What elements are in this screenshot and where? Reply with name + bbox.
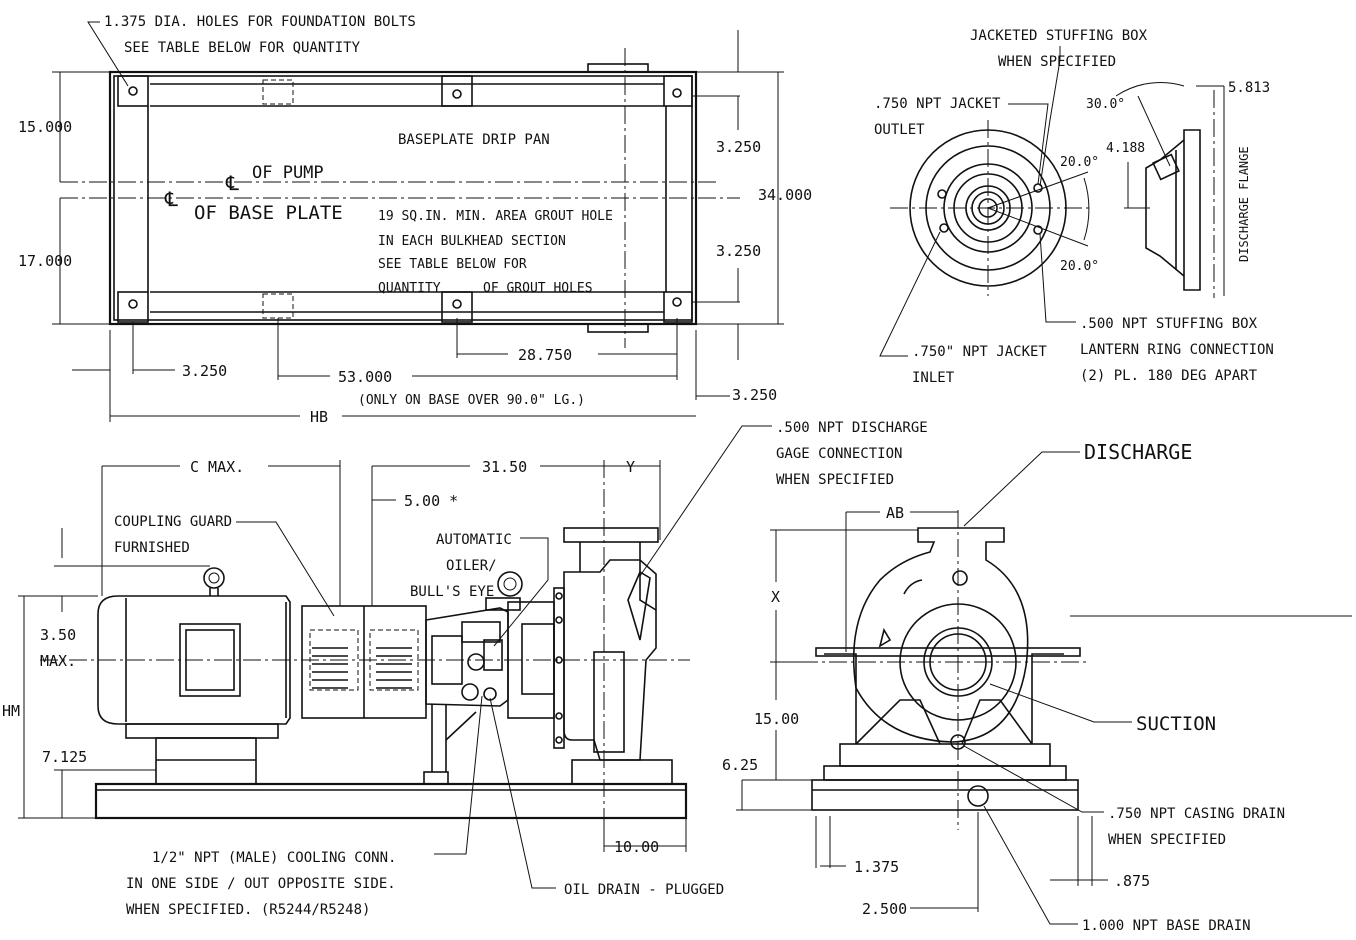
- dim-15: 15.000: [18, 118, 72, 136]
- bolt-hole: [441, 291, 473, 323]
- jacket-inlet-2: INLET: [912, 370, 955, 386]
- dim-53-note: (ONLY ON BASE OVER 90.0" LG.): [358, 393, 585, 408]
- holes-note-1: 1.375 DIA. HOLES FOR FOUNDATION BOLTS: [104, 14, 416, 30]
- dim-7125: 7.125: [42, 748, 87, 766]
- dim-625: 6.25: [722, 756, 758, 774]
- grout-note-5: OF GROUT HOLES: [483, 281, 593, 296]
- dim-28750: 28.750: [518, 346, 572, 364]
- lantern-note-1: .500 NPT STUFFING BOX: [1080, 316, 1258, 332]
- cl-pump-label: OF PUMP: [252, 163, 324, 183]
- gage-note-1: .500 NPT DISCHARGE: [776, 420, 928, 436]
- dim-3250-left: 3.250: [182, 362, 227, 380]
- bolt-hole: [117, 75, 149, 107]
- dim-x: X: [771, 588, 780, 606]
- side-baseplate: [94, 782, 688, 820]
- end-baseplate: [811, 779, 1079, 811]
- gage-note-2: GAGE CONNECTION: [776, 446, 902, 462]
- jacketed-note-2: WHEN SPECIFIED: [998, 54, 1116, 70]
- angle-20-bottom: 20.0°: [1060, 259, 1099, 274]
- base-drain-label: 1.000 NPT BASE DRAIN: [1082, 918, 1251, 934]
- dim-1500: 15.00: [754, 710, 799, 728]
- jacketed-note-1: JACKETED STUFFING BOX: [970, 28, 1148, 44]
- pump-side-view: C MAX. 31.50 Y 5.00 * COUPLING GUARD FUR…: [2, 420, 928, 918]
- volute: [853, 527, 1029, 743]
- cooling-note-1: 1/2" NPT (MALE) COOLING CONN.: [152, 850, 396, 866]
- suction-label: SUCTION: [1136, 713, 1216, 735]
- pump-end-view: DISCHARGE AB X 15.00 6.25 SUCTION .750 N…: [722, 440, 1352, 934]
- pump-casing: [563, 559, 657, 761]
- dim-5813: 5.813: [1228, 80, 1270, 96]
- grout-note-1: 19 SQ.IN. MIN. AREA GROUT HOLE: [378, 209, 613, 224]
- dim-350: 3.50: [40, 626, 76, 644]
- dim-hb: HB: [310, 408, 328, 426]
- dim-1375: 1.375: [854, 858, 899, 876]
- bolt-hole: [441, 75, 473, 107]
- casing-drain-1: .750 NPT CASING DRAIN: [1108, 806, 1285, 822]
- dim-3250-right: 3.250: [732, 386, 777, 404]
- jacket-outlet-1: .750 NPT JACKET: [874, 96, 1001, 112]
- baseplate-outline: [108, 70, 698, 326]
- discharge-flange: [563, 527, 659, 543]
- bolt-hole: [117, 291, 149, 323]
- cl-base-label: OF BASE PLATE: [194, 202, 343, 224]
- gage-note-3: WHEN SPECIFIED: [776, 472, 894, 488]
- dim-y: Y: [626, 458, 635, 476]
- dim-3250-top: 3.250: [716, 138, 761, 156]
- discharge-flange-label: DISCHARGE FLANGE: [1237, 146, 1251, 262]
- oiler-note-3: BULL'S EYE: [410, 584, 494, 600]
- dim-3150: 31.50: [482, 458, 527, 476]
- dim-500: 5.00 *: [404, 492, 458, 510]
- oiler-note-1: AUTOMATIC: [436, 532, 512, 548]
- centerline-symbol: ℄: [164, 187, 178, 211]
- grout-note-2: IN EACH BULKHEAD SECTION: [378, 234, 566, 249]
- coupling-guard-note-2: FURNISHED: [114, 540, 190, 556]
- lantern-note-2: LANTERN RING CONNECTION: [1080, 342, 1274, 358]
- angle-20-top: 20.0°: [1060, 155, 1099, 170]
- dim-2500: 2.500: [862, 900, 907, 918]
- bolt-hole: [663, 75, 693, 107]
- dim-1000: 10.00: [614, 838, 659, 856]
- dim-53: 53.000: [338, 368, 392, 386]
- holes-note-2: SEE TABLE BELOW FOR QUANTITY: [124, 40, 361, 56]
- lantern-note-3: (2) PL. 180 DEG APART: [1080, 368, 1258, 384]
- grout-note-3: SEE TABLE BELOW FOR: [378, 257, 527, 272]
- grout-note-4: QUANTITY: [378, 281, 441, 296]
- dim-4188: 4.188: [1106, 141, 1145, 156]
- oiler: [497, 571, 523, 597]
- c-max-label: C MAX.: [190, 458, 244, 476]
- centerline-symbol: ℄: [225, 171, 239, 195]
- stuffing-box-detail: JACKETED STUFFING BOX WHEN SPECIFIED .75…: [874, 28, 1274, 386]
- dim-34: 34.000: [758, 186, 812, 204]
- drip-pan-label: BASEPLATE DRIP PAN: [398, 132, 550, 148]
- jacket-inlet-1: .750" NPT JACKET: [912, 344, 1047, 360]
- cooling-note-2: IN ONE SIDE / OUT OPPOSITE SIDE.: [126, 876, 396, 892]
- dim-3250-mid: 3.250: [716, 242, 761, 260]
- dim-ab: AB: [886, 504, 904, 522]
- coupling-guard-note-1: COUPLING GUARD: [114, 514, 232, 530]
- angle-30: 30.0°: [1086, 97, 1125, 112]
- casing-drain-2: WHEN SPECIFIED: [1108, 832, 1226, 848]
- jacket-outlet-2: OUTLET: [874, 122, 925, 138]
- discharge-label: DISCHARGE: [1084, 440, 1192, 464]
- dim-350-max: MAX.: [40, 652, 76, 670]
- baseplate-top-view: ℄ ℄ 1.375 DIA. HOLES FOR FOUND: [18, 14, 812, 426]
- oil-drain-label: OIL DRAIN - PLUGGED: [564, 882, 724, 898]
- dim-875: .875: [1114, 872, 1150, 890]
- oiler-note-2: OILER/: [446, 558, 497, 574]
- bolt-hole: [663, 291, 693, 323]
- dim-hm: HM: [2, 702, 20, 720]
- dim-17: 17.000: [18, 252, 72, 270]
- cooling-note-3: WHEN SPECIFIED. (R5244/R5248): [126, 902, 370, 918]
